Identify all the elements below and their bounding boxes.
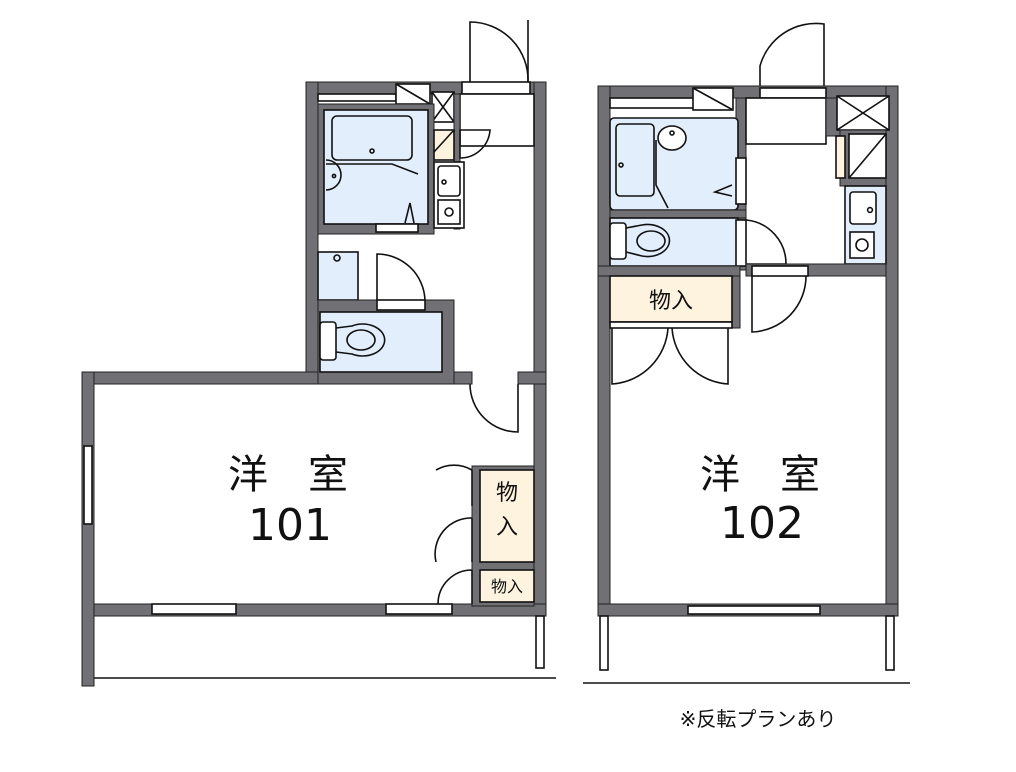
closet bbox=[609, 275, 733, 323]
window bbox=[83, 445, 93, 525]
closet-label: 物入 bbox=[491, 577, 523, 596]
unit-101: 物 物入 洋 室 101 bbox=[81, 20, 556, 687]
closet bbox=[479, 469, 535, 563]
toilet-room bbox=[609, 217, 739, 267]
window bbox=[687, 605, 821, 615]
closet bbox=[479, 569, 535, 603]
reverse-plan-note: ※反転プランあり bbox=[680, 707, 837, 731]
unit-102: 物入 洋 室 102 bbox=[583, 22, 910, 684]
toilet-room bbox=[319, 311, 443, 373]
room-number: 101 bbox=[248, 500, 332, 551]
closet-label: 物 bbox=[496, 481, 518, 506]
closet-label: 物入 bbox=[649, 289, 693, 314]
window bbox=[151, 603, 237, 615]
window bbox=[385, 603, 453, 615]
room-label: 洋 室 bbox=[228, 452, 348, 498]
room-label: 洋 室 bbox=[700, 452, 820, 498]
room-number: 102 bbox=[720, 498, 804, 549]
entrance-door-101 bbox=[469, 21, 529, 83]
closet-label: 入 bbox=[496, 515, 518, 540]
